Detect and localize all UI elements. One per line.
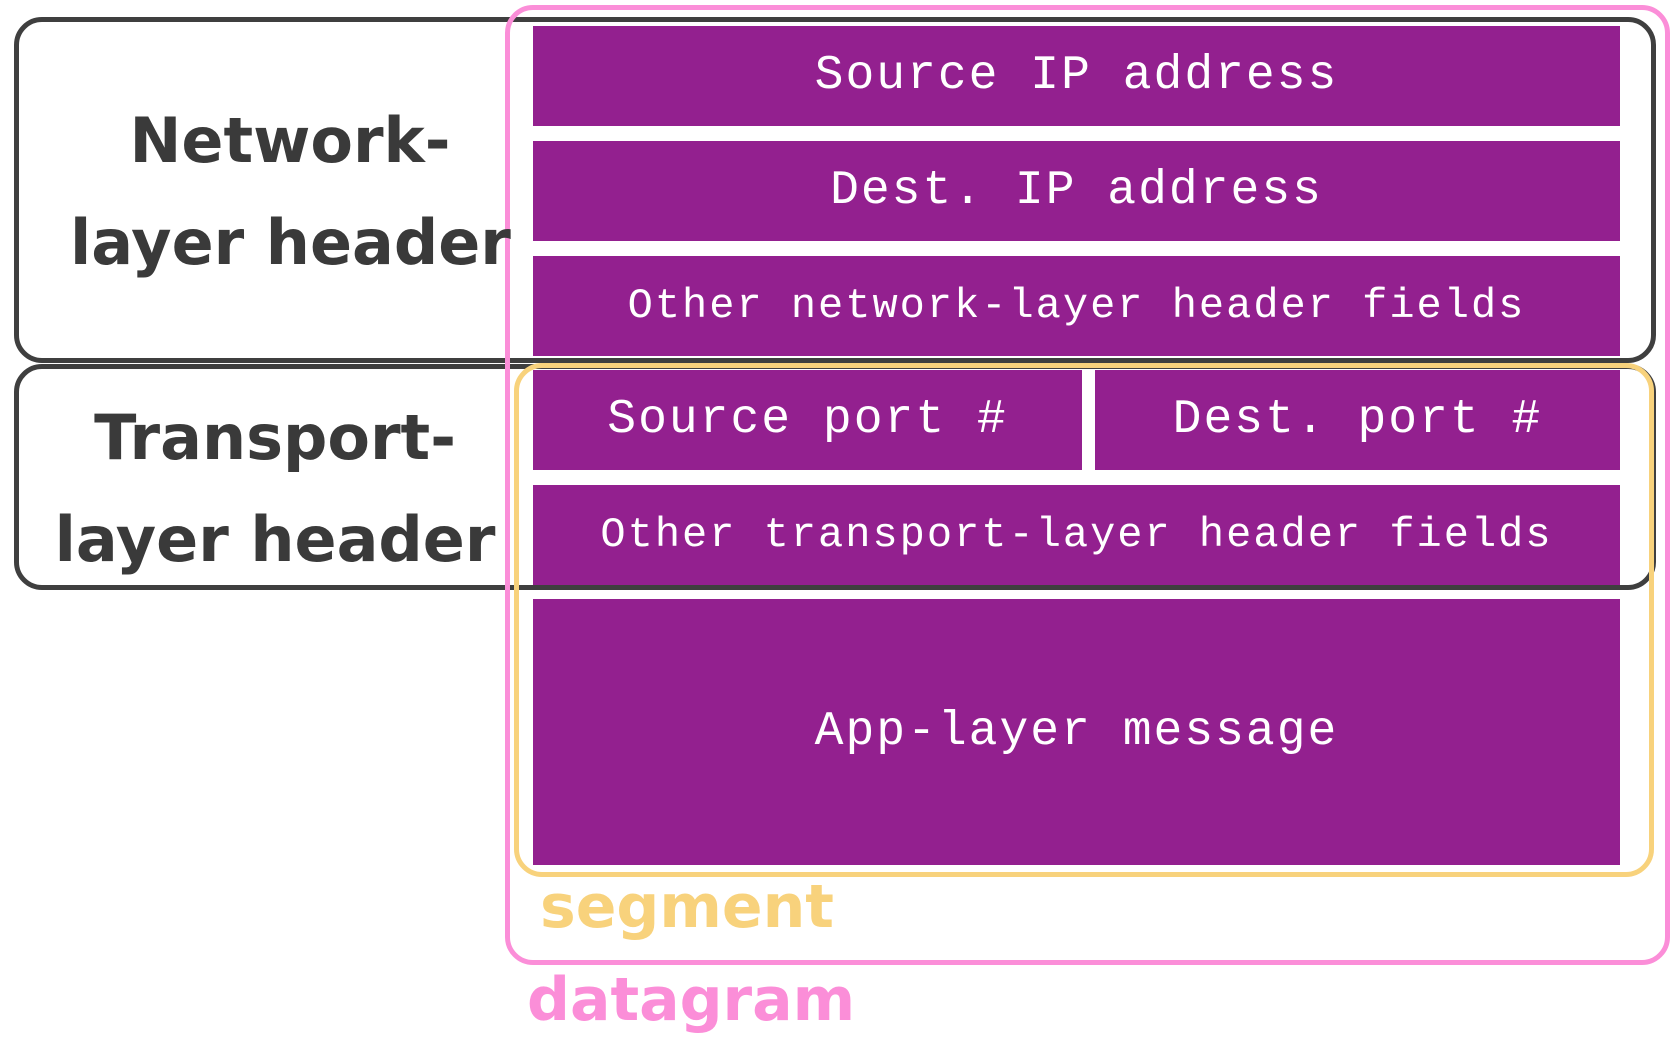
dest-port-label: Dest. port # xyxy=(1172,393,1543,447)
other-transport-fields: Other transport-layer header fields xyxy=(533,485,1620,585)
app-layer-message: App-layer message xyxy=(533,599,1620,865)
app-message-label: App-layer message xyxy=(814,705,1339,759)
segment-label: segment xyxy=(540,872,834,942)
network-label-line-2: layer header xyxy=(70,206,511,279)
transport-label-line-2: layer header xyxy=(54,503,496,576)
dest-port-field: Dest. port # xyxy=(1095,370,1620,470)
dest-ip-label: Dest. IP address xyxy=(830,164,1323,218)
network-label-line-1: Network- xyxy=(129,104,451,177)
datagram-label: datagram xyxy=(527,965,856,1035)
source-port-label: Source port # xyxy=(607,393,1008,447)
other-network-label: Other network-layer header fields xyxy=(627,282,1526,330)
datagram-frame xyxy=(505,5,1670,965)
transport-layer-header-label: Transport- layer header xyxy=(50,387,500,591)
dest-ip-field: Dest. IP address xyxy=(533,141,1620,241)
network-layer-header-bracket xyxy=(14,17,1656,363)
source-port-field: Source port # xyxy=(533,370,1082,470)
source-ip-label: Source IP address xyxy=(814,49,1339,103)
segment-frame xyxy=(514,363,1654,877)
transport-label-line-1: Transport- xyxy=(94,401,456,474)
other-network-fields: Other network-layer header fields xyxy=(533,256,1620,356)
other-transport-label: Other transport-layer header fields xyxy=(600,511,1553,559)
network-layer-header-label: Network- layer header xyxy=(70,90,511,294)
source-ip-field: Source IP address xyxy=(533,26,1620,126)
